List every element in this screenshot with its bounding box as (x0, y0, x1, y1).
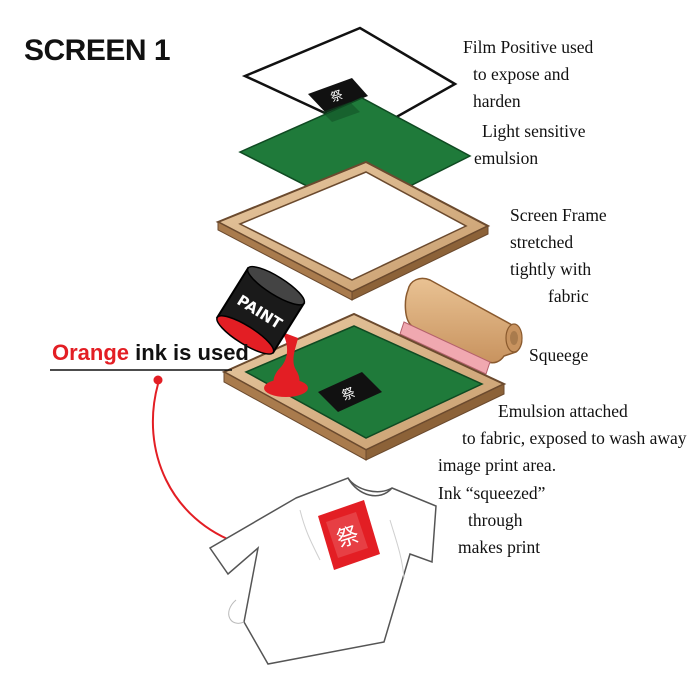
label-line: Film Positive used (463, 37, 594, 57)
label-line: Emulsion attached (498, 401, 628, 421)
label-line: emulsion (474, 148, 539, 168)
label-line: to fabric, exposed to wash away (462, 428, 687, 448)
label-line: Ink “squeezed” (438, 483, 546, 503)
label-line: fabric (548, 286, 589, 306)
t-shirt: 祭 (208, 477, 437, 665)
label-line: Light sensitive (482, 121, 586, 141)
label-line: makes print (458, 537, 541, 557)
ink-dot-top (153, 375, 163, 385)
screen-frame (215, 160, 491, 301)
label-line: Squeege (529, 345, 589, 365)
label-line: harden (473, 91, 521, 111)
label-emulsion: Light sensitive emulsion (474, 118, 586, 172)
label-line: through (468, 510, 523, 530)
label-ink-squeezed: Ink “squeezed” through makes print (438, 480, 545, 561)
squeegee (399, 277, 523, 375)
paint-can: PAINT (215, 265, 306, 355)
label-squeegee: Squeege (529, 342, 588, 369)
ink-label-rest: ink is used (135, 340, 249, 365)
ink-pour (264, 332, 308, 397)
label-emulsion-attached: Emulsion attached to fabric, exposed to … (438, 398, 700, 479)
label-line: to expose and (473, 64, 570, 84)
screen-logo-glyph: 祭 (340, 385, 358, 404)
label-film-positive: Film Positive used to expose and harden (463, 34, 593, 115)
ink-label-color-word: Orange (52, 340, 130, 365)
page-title: SCREEN 1 (24, 34, 171, 67)
label-line: Screen Frame (510, 205, 607, 225)
film-logo-overlap (322, 102, 360, 122)
ink-label: Orange ink is used (52, 340, 249, 366)
label-line: stretched (510, 232, 574, 252)
label-line: tightly with (510, 259, 592, 279)
label-line: image print area. (438, 455, 557, 475)
film-logo-glyph: 祭 (329, 88, 345, 105)
label-screen-frame: Screen Frame stretched tightly with fabr… (510, 202, 607, 310)
